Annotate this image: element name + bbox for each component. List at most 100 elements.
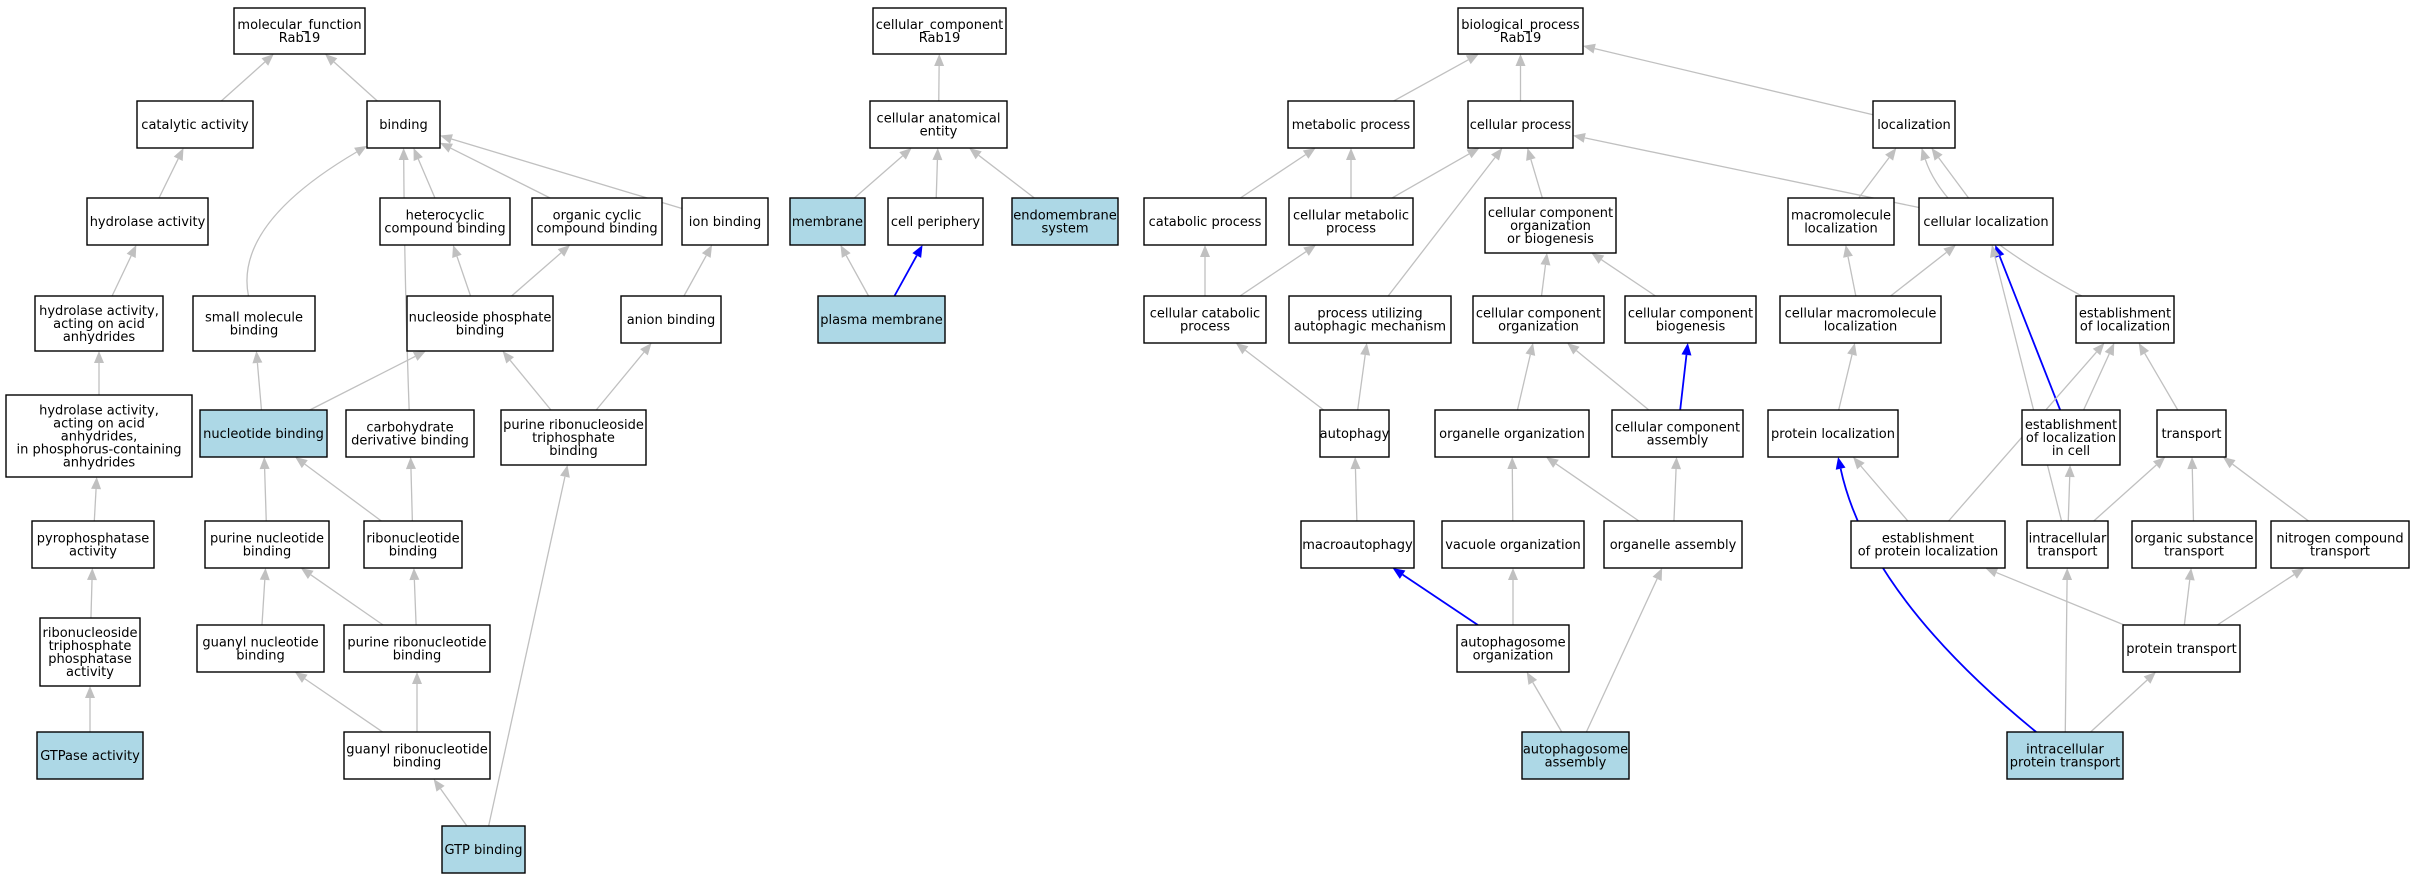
edge-line (451, 138, 683, 210)
edge-arrowhead (300, 568, 314, 579)
edge-arrowhead (1525, 343, 1536, 356)
term-label: activity (66, 665, 114, 680)
edge-line (1996, 571, 2125, 626)
term-label: autophagy (1320, 427, 1390, 442)
edge-line (509, 359, 552, 411)
edge-cellloc-to-cellproc (1573, 132, 1920, 209)
term-label: autophagosome (1460, 636, 1565, 651)
go-term-autophagy: autophagy (1319, 409, 1390, 458)
term-box (1779, 295, 1942, 344)
edge-cellmetab-to-cellproc (1391, 148, 1480, 199)
term-box (34, 295, 164, 352)
term-label: autophagosome (1523, 743, 1628, 758)
edge-cellcatab-to-cellmetab (1239, 245, 1316, 297)
edge-line (410, 468, 414, 522)
term-label: establishment (2025, 418, 2117, 433)
edge-metab-to-bp_root (1393, 54, 1479, 102)
term-label: binding (549, 444, 597, 459)
edge-hydrolase-to-catalytic (158, 148, 184, 199)
edge-arrowhead (932, 148, 943, 161)
edge-ionb-to-binding (440, 134, 683, 210)
edge-prottrans-to-nitro (2216, 568, 2305, 626)
edge-anion-to-ionb (683, 245, 713, 297)
edge-arrowhead (413, 148, 423, 161)
edge-arrowhead (440, 134, 453, 144)
edge-arrowhead (934, 54, 945, 67)
edge-ccbio-to-ccob (1591, 253, 1656, 297)
edge-autorg-to-vacorg (1508, 568, 1518, 625)
edge-autasm-to-orgasm (1585, 568, 1663, 733)
go-term-hydro_anh: hydrolase activity,acting on acidanhydri… (34, 295, 164, 352)
term-label: protein transport (2126, 642, 2236, 657)
term-box (1288, 295, 1452, 344)
term-label: guanyl nucleotide (202, 636, 318, 651)
term-label: purine ribonucleoside (503, 418, 644, 433)
edge-arrowhead (173, 148, 184, 161)
term-label: vacuole organization (1445, 538, 1581, 553)
term-box (5, 394, 193, 478)
edge-line (261, 579, 266, 626)
edge-line (1530, 159, 1543, 199)
edge-arrowhead (2143, 672, 2156, 684)
edge-arrowhead (405, 457, 416, 470)
edge-guanyl-to-purnuc (259, 568, 270, 626)
edge-line (1516, 354, 1531, 411)
edge-orgasm-to-organorg (1546, 457, 1640, 522)
edge-line (263, 468, 267, 522)
term-label: ion binding (689, 215, 761, 230)
edge-autophagy-to-autophmech (1357, 343, 1371, 411)
edge-arrowhead (1583, 43, 1596, 54)
term-label: in cell (2052, 444, 2090, 459)
edge-line (935, 159, 939, 199)
edge-intraprot-to-prottrans (2090, 672, 2156, 733)
edge-line (256, 362, 263, 411)
edge-line (304, 463, 382, 522)
term-box (1287, 100, 1415, 149)
edge-arrowhead (557, 245, 571, 257)
term-label: anhydrides, (61, 430, 138, 445)
term-box (2075, 295, 2175, 344)
term-label: guanyl ribonucleotide (346, 743, 487, 758)
edge-line (2090, 679, 2148, 733)
edge-arrowhead (1526, 148, 1536, 161)
edge-arrowhead (640, 343, 652, 356)
edge-transport-to-estloc (2138, 343, 2179, 411)
term-label: ribonucleotide (366, 532, 459, 547)
term-box (1484, 197, 1617, 254)
term-box (1467, 100, 1574, 149)
term-label: transport (2037, 545, 2097, 560)
edge-line (1244, 349, 1325, 411)
edge-line (2093, 464, 2157, 522)
edge-arrowhead (1392, 568, 1406, 579)
term-box (1472, 295, 1605, 344)
edge-arrowhead (2064, 465, 2075, 478)
edge-line (1576, 350, 1650, 411)
edge-arrowhead (1920, 148, 1931, 161)
term-box (872, 7, 1007, 55)
edge-hydro_p-to-hydro_anh (94, 351, 104, 395)
edge-arrowhead (2104, 343, 2115, 356)
term-box (441, 825, 526, 874)
edge-orgsub-to-transport (2187, 457, 2198, 522)
term-box (1521, 731, 1630, 780)
term-label: localization (1824, 320, 1898, 335)
term-label: binding (393, 756, 441, 771)
term-label: activity (69, 545, 117, 560)
edge-arrowhead (1853, 457, 1865, 470)
go-term-vacorg: vacuole organization (1441, 520, 1585, 569)
go-term-prottrans: protein transport (2122, 624, 2241, 673)
edge-arrowhead (1346, 148, 1356, 160)
edge-line (1673, 468, 1677, 522)
edge-arrowhead (2062, 568, 2073, 581)
edge-arrowhead (1671, 457, 1682, 470)
term-box (36, 731, 144, 780)
edge-ccasm-to-ccbio (1679, 343, 1692, 411)
